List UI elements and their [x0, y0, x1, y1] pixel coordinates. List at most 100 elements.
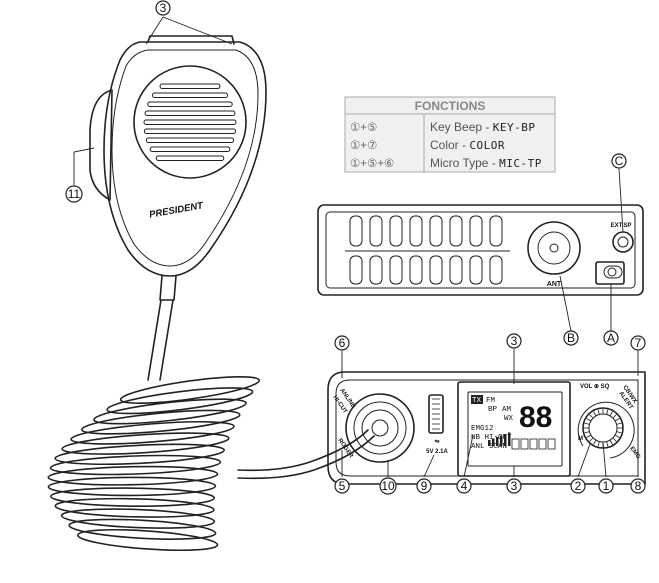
callout-8: 8 [631, 479, 645, 493]
callout-10: 10 [380, 478, 396, 494]
callout-C: C [612, 154, 626, 168]
callout-9: 9 [417, 479, 431, 493]
knob-rib [594, 412, 597, 416]
signal-bar [504, 434, 507, 446]
signal-bar [488, 440, 491, 446]
svg-text:4: 4 [461, 479, 468, 493]
grille-slot [148, 102, 232, 107]
lcd-emg12: EMG12 [471, 425, 494, 433]
svg-text:C: C [615, 154, 624, 168]
grille-slot [160, 84, 220, 89]
fn-row-3-label: Micro Type - MIC-TP [430, 156, 542, 170]
svg-text:1: 1 [603, 479, 610, 493]
knob-arc [578, 402, 634, 458]
svg-text:11: 11 [68, 187, 81, 201]
usb-label: 5V 2.1A [426, 449, 448, 455]
coil-loop [50, 453, 221, 477]
grille-slot [150, 147, 230, 152]
callout-3-top: 3 [156, 1, 170, 15]
lcd-tx: TX [472, 397, 482, 405]
mic-side-button [90, 90, 112, 200]
svg-text:B: B [567, 331, 575, 345]
grille-slot [145, 111, 235, 116]
knob-rib [587, 419, 591, 422]
fin-bottom [430, 256, 442, 284]
svg-text:3: 3 [511, 334, 518, 348]
lcd-am: AM [502, 406, 512, 414]
knob-rib [607, 442, 608, 447]
small-digit-cell [521, 439, 528, 449]
antenna-connector [528, 222, 580, 274]
grille-slot [146, 138, 233, 143]
knob-rib [610, 440, 613, 444]
small-digit-cell [539, 439, 546, 449]
callout-7: 7 [631, 336, 645, 350]
microphone: PRESIDENT [90, 36, 266, 380]
leader-lines [74, 17, 638, 477]
svg-text:8: 8 [635, 479, 642, 493]
knob-rib [590, 415, 594, 419]
knob-rib [590, 438, 594, 442]
signal-bar [492, 439, 495, 447]
fin-bottom [370, 256, 382, 284]
coil-loop [48, 477, 215, 496]
coil-loop [55, 497, 214, 519]
knob-rib [587, 435, 591, 438]
fin-top [430, 216, 442, 246]
svg-text:3: 3 [511, 479, 518, 493]
callout-A: A [604, 331, 618, 345]
svg-text:6: 6 [339, 336, 346, 350]
knob-rib [617, 432, 622, 433]
mic-inner-rim [112, 50, 258, 266]
fin-bottom [470, 256, 482, 284]
fin-top [390, 216, 402, 246]
callout-1: 1 [599, 479, 613, 493]
usb-icon: ⇋ [434, 437, 439, 445]
fn-row-2-keys: ①+⑦ [350, 140, 377, 152]
knob-rib [607, 410, 608, 415]
mic-cable-neck [160, 276, 176, 300]
lcd-channel-digits: 88 [519, 401, 552, 434]
rear-panel: ANT EXT.SP [318, 205, 643, 295]
functions-table: FONCTIONS ①+⑤ Key Beep - KEY-BP ①+⑦ Colo… [345, 97, 555, 172]
signal-bar [500, 436, 503, 447]
fin-bottom [350, 256, 362, 284]
fn-row-1-keys: ①+⑤ [350, 122, 377, 134]
knob-rib [585, 432, 590, 433]
knob-rib [613, 415, 617, 419]
mic-socket [346, 394, 414, 462]
fin-bottom [450, 256, 462, 284]
fin-top [450, 216, 462, 246]
small-digit-cell [548, 439, 555, 449]
knob-rib [585, 423, 590, 424]
coil-loop [55, 441, 225, 467]
callout-3-lcd-top: 3 [507, 334, 521, 348]
callout-B: B [564, 331, 578, 345]
callout-4: 4 [457, 479, 471, 493]
emg-label: EMG [628, 446, 641, 461]
heatsink-fins [345, 216, 510, 284]
usb-port-ribs [432, 399, 440, 429]
coil-loop [77, 526, 218, 554]
knob-rib [610, 412, 613, 416]
coil-loop [69, 516, 216, 542]
grille-slot [156, 156, 223, 161]
knob-rib [617, 423, 622, 424]
functions-title: FONCTIONS [415, 99, 486, 113]
svg-text:9: 9 [421, 479, 428, 493]
coil-loop [61, 507, 215, 531]
svg-text:5: 5 [339, 479, 346, 493]
callout-2: 2 [571, 479, 585, 493]
signal-bar [508, 433, 511, 447]
ant-label: ANT [547, 281, 562, 288]
grille-slot [153, 93, 228, 98]
front-panel: ANL/NB HI-CUT ROGER 5V 2.1A ⇋ TX FM BP A… [328, 372, 645, 484]
lcd-fm: FM [486, 397, 496, 405]
knob-rib [598, 442, 599, 447]
callout-6: 6 [335, 336, 349, 350]
small-digit-cell [512, 439, 519, 449]
power-connector [596, 262, 624, 284]
mic-grille [134, 66, 246, 178]
coil-loop [51, 487, 215, 507]
